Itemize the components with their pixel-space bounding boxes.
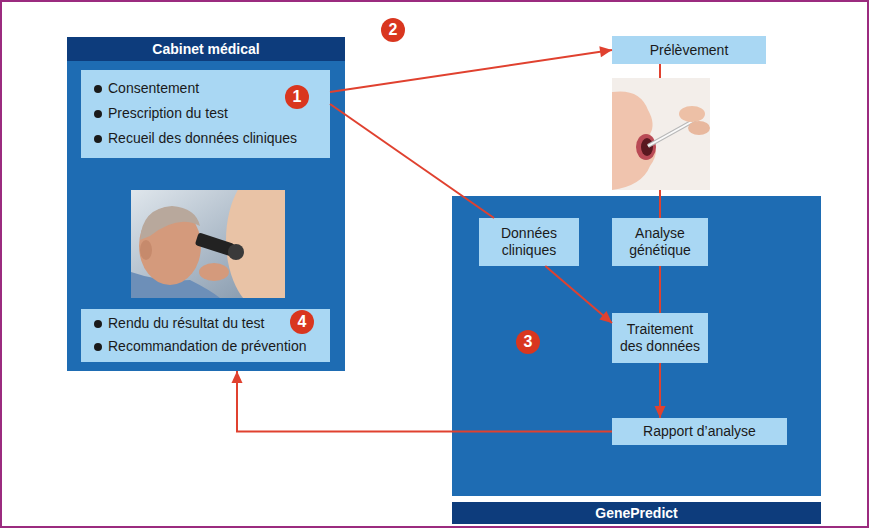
callout-number: 3 <box>516 330 540 354</box>
arrow-head <box>599 46 612 57</box>
flow-connector <box>330 104 494 218</box>
process-box: Données cliniques <box>479 218 579 266</box>
doctor-photo-part <box>199 263 229 281</box>
panel-heading: Cabinet médical <box>67 37 345 61</box>
doctor-photo-part <box>140 240 152 260</box>
connector-line <box>237 371 612 432</box>
box-label: Rapport d’analyse <box>643 423 756 440</box>
swab-photo-part <box>636 134 656 160</box>
process-box: Prélèvement <box>612 36 766 64</box>
flow-connector <box>545 266 612 323</box>
arrow-head <box>599 311 612 323</box>
connector-line <box>545 266 612 323</box>
process-box: Analyse génétique <box>612 218 708 266</box>
box-label: Analyse génétique <box>616 225 704 259</box>
box-label: Prélèvement <box>650 42 729 59</box>
swab-photo-part <box>612 78 710 190</box>
process-box: Traitement des données <box>612 313 708 363</box>
doctor-photo-part <box>139 207 201 285</box>
step-box: ConsentementPrescription du testRecueil … <box>81 70 330 158</box>
band-label: GenePredict <box>452 502 821 524</box>
doctor-photo <box>131 190 285 298</box>
flow-connector <box>660 266 661 313</box>
flow-connector <box>231 371 612 432</box>
swab-photo-part <box>679 106 705 122</box>
callout-number: 1 <box>285 85 309 109</box>
arrow-head <box>655 406 666 418</box>
arrow-head <box>231 371 242 383</box>
connector-line <box>659 266 661 313</box>
swab-photo-part <box>612 91 656 190</box>
callout-number: 2 <box>381 18 405 42</box>
list-item: Prescription du test <box>93 101 228 126</box>
box-label: Traitement des données <box>616 321 704 355</box>
swab-photo <box>612 78 710 190</box>
site-panel: GenePredictDonnées cliniquesAnalyse géné… <box>452 196 821 496</box>
swab-photo-part <box>641 138 653 156</box>
flow-connector <box>330 46 612 92</box>
list-item: Recueil des données cliniques <box>93 126 297 151</box>
list-item: Recommandation de prévention <box>93 335 306 358</box>
list-item: Consentement <box>93 76 199 101</box>
list-item: Rendu du résultat du test <box>93 312 264 335</box>
swab-photo-part <box>688 121 710 135</box>
flow-connector <box>655 363 666 418</box>
connector-line <box>330 50 612 92</box>
process-box: Rapport d’analyse <box>612 418 787 445</box>
box-label: Données cliniques <box>483 225 575 259</box>
doctor-photo-part <box>228 244 244 260</box>
doctor-photo-part <box>226 190 285 298</box>
callout-number: 4 <box>290 310 314 334</box>
doctor-photo-part <box>140 206 200 240</box>
connector-line <box>330 104 494 218</box>
